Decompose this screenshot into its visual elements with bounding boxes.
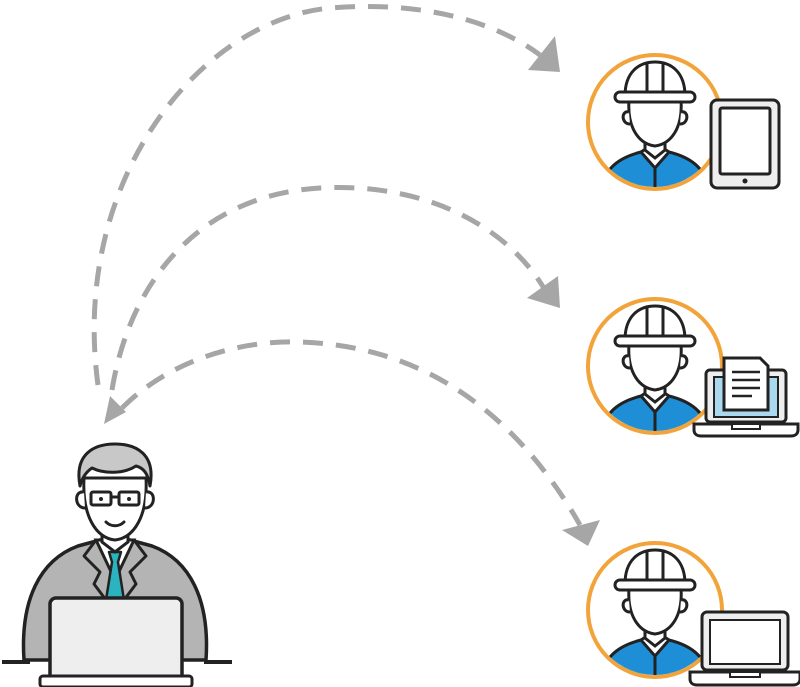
arrows-group — [91, 3, 600, 546]
arrow-path-to-tablet-worker — [91, 3, 542, 386]
arrowhead-to-tablet-worker — [528, 36, 560, 72]
arrowhead-to-document-worker — [527, 276, 560, 308]
office-worker-at-laptop-icon — [2, 442, 232, 687]
glasses-icon — [89, 490, 141, 507]
construction-worker-with-laptop-document-icon — [586, 297, 800, 438]
arrow-path-to-document-worker — [109, 184, 548, 391]
laptop-icon — [688, 610, 800, 687]
construction-worker-with-tablet-icon — [586, 53, 781, 191]
arrowhead-to-laptop-worker — [562, 520, 600, 546]
laptop-document-icon — [692, 356, 800, 438]
document-icon — [722, 356, 770, 412]
tablet-icon — [709, 98, 781, 190]
arrow-path-from-laptop-worker — [120, 339, 583, 527]
construction-worker-with-laptop-icon — [586, 541, 800, 687]
arrowhead-to-manager — [104, 396, 126, 424]
